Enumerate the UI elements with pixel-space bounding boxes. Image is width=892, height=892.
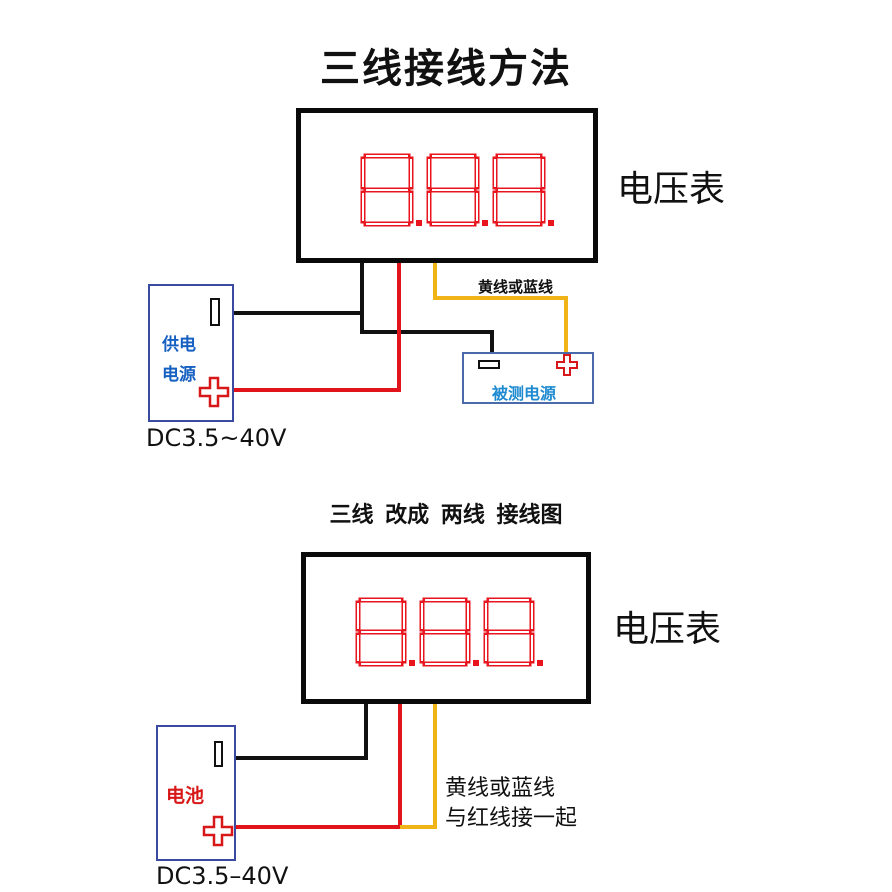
minus-terminal-icon — [214, 741, 223, 767]
bottom-yellow-wire — [400, 703, 437, 829]
top-supply-box: 供电 电源 — [148, 284, 234, 422]
bottom-wire-note-line-2: 与红线接一起 — [445, 806, 578, 831]
bottom-supply-range: DC3.5–40V — [156, 862, 289, 890]
digit-2-decimal-point — [473, 660, 479, 666]
top-voltmeter — [296, 108, 598, 263]
top-yellow-wire — [433, 262, 568, 355]
top-wire-note: 黄线或蓝线 — [478, 278, 554, 296]
plus-terminal-icon — [556, 354, 578, 376]
top-meter-label: 电压表 — [617, 169, 726, 210]
bottom-voltmeter — [301, 552, 591, 704]
bottom-seven-segment-display — [355, 597, 543, 667]
measured-source-label: 被测电源 — [492, 384, 557, 403]
bottom-black-wire — [234, 703, 368, 760]
bottom-battery-box: 电池 — [156, 725, 236, 861]
top-diagram-title: 三线接线方法 — [320, 46, 572, 92]
digit-1-decimal-point — [409, 660, 415, 666]
bottom-battery-label: 电池 — [166, 785, 205, 807]
top-seven-segment-display — [360, 153, 554, 227]
bottom-wire-note-line-1: 黄线或蓝线 — [445, 776, 556, 801]
digit-2-decimal-point — [482, 220, 488, 226]
top-supply-label-1: 供电 — [162, 335, 196, 355]
top-black-branch-wire — [360, 313, 494, 352]
bottom-diagram-title: 三线 改成 两线 接线图 — [329, 503, 563, 528]
minus-terminal-icon — [478, 360, 500, 369]
digit-3-decimal-point — [537, 660, 543, 666]
digit-1-decimal-point — [416, 220, 422, 226]
bottom-wire-note: 黄线或蓝线 与红线接一起 — [445, 774, 577, 834]
plus-terminal-icon — [202, 815, 234, 847]
measured-source-box: 被测电源 — [462, 352, 594, 404]
top-red-wire — [232, 262, 401, 392]
plus-terminal-icon — [198, 376, 230, 408]
bottom-red-wire — [234, 703, 402, 829]
minus-terminal-icon — [210, 298, 220, 326]
top-supply-label-2: 电源 — [162, 365, 196, 385]
digit-3-decimal-point — [548, 220, 554, 226]
top-supply-range: DC3.5~40V — [146, 424, 287, 452]
bottom-meter-label: 电压表 — [613, 609, 722, 650]
